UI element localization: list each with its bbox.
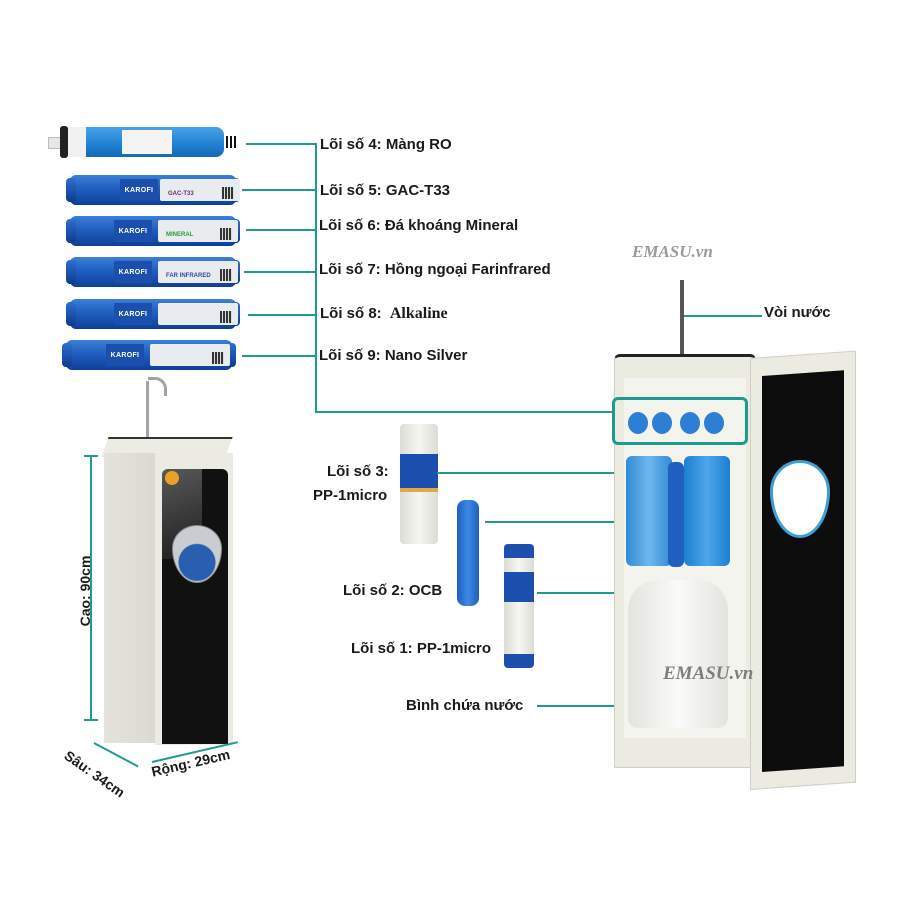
label-core-8-prefix: Lõi số 8:: [320, 305, 382, 322]
label-tank: Bình chứa nước: [406, 697, 524, 714]
brand-label: KAROFI: [114, 261, 152, 283]
label-core-3-line1: Lõi số 3:: [327, 463, 389, 480]
sticker-text: MINERAL: [166, 232, 194, 238]
connector-line: [437, 472, 645, 474]
watermark: EMASU.vn: [632, 242, 713, 261]
connector-line: [242, 355, 316, 357]
cartridge-mineral-image: KAROFI MINERAL: [66, 216, 240, 246]
connector-line: [242, 189, 316, 191]
cartridge-gac-t33-image: KAROFI GAC-T33: [66, 175, 240, 205]
connector-line: [248, 314, 316, 316]
connector-trunk: [315, 143, 317, 413]
dimension-tick: [84, 455, 98, 457]
brand-label: KAROFI: [106, 344, 144, 366]
label-core-1: Lõi số 1: PP-1micro: [351, 640, 492, 657]
purifier-closed-image: [100, 375, 250, 755]
connector-line: [246, 229, 316, 231]
cartridge-farinfrared-image: KAROFI FAR INFRARED: [66, 257, 240, 287]
dimension-height: Cao: 90cm: [77, 555, 93, 627]
brand-label: KAROFI: [120, 179, 158, 201]
cartridge-nano-silver-image: KAROFI: [62, 340, 236, 370]
cartridge-pp-1-image: [504, 544, 534, 668]
connector-line: [485, 521, 645, 523]
bracket-small-filters: [612, 397, 748, 445]
connector-line: [684, 315, 762, 317]
connector-line: [537, 592, 645, 594]
cartridge-alkaline-image: KAROFI: [66, 299, 240, 329]
connector-line: [537, 705, 667, 707]
connector-line: [315, 411, 613, 413]
label-core-9: Lõi số 9: Nano Silver: [319, 347, 468, 364]
label-core-3-line2: PP-1micro: [313, 487, 388, 504]
dimension-tick: [84, 719, 98, 721]
label-core-6: Lõi số 6: Đá khoáng Mineral: [319, 217, 519, 234]
sticker-text: GAC-T33: [168, 191, 194, 197]
watermark: EMASU.vn: [663, 663, 754, 684]
purifier-open-image: [610, 280, 856, 800]
label-faucet: Vòi nước: [764, 304, 831, 321]
brand-label: KAROFI: [114, 220, 152, 242]
connector-line: [246, 143, 316, 145]
sticker-text: FAR INFRARED: [166, 273, 211, 279]
label-core-2: Lõi số 2: OCB: [343, 582, 443, 599]
label-core-4: Lõi số 4: Màng RO: [320, 136, 452, 153]
ro-membrane-image: [48, 126, 238, 160]
connector-line: [244, 271, 316, 273]
dimension-height-line: [90, 455, 92, 720]
label-core-7: Lõi số 7: Hồng ngoại Farinfrared: [319, 261, 551, 278]
brand-label: KAROFI: [114, 303, 152, 325]
cartridge-ocb-image: [457, 500, 479, 606]
label-core-8: Lõi số 8: Alkaline: [320, 306, 448, 322]
label-core-8-name: Alkaline: [389, 305, 448, 322]
cartridge-pp-3-image: [400, 424, 438, 544]
label-core-5: Lõi số 5: GAC-T33: [320, 182, 451, 199]
